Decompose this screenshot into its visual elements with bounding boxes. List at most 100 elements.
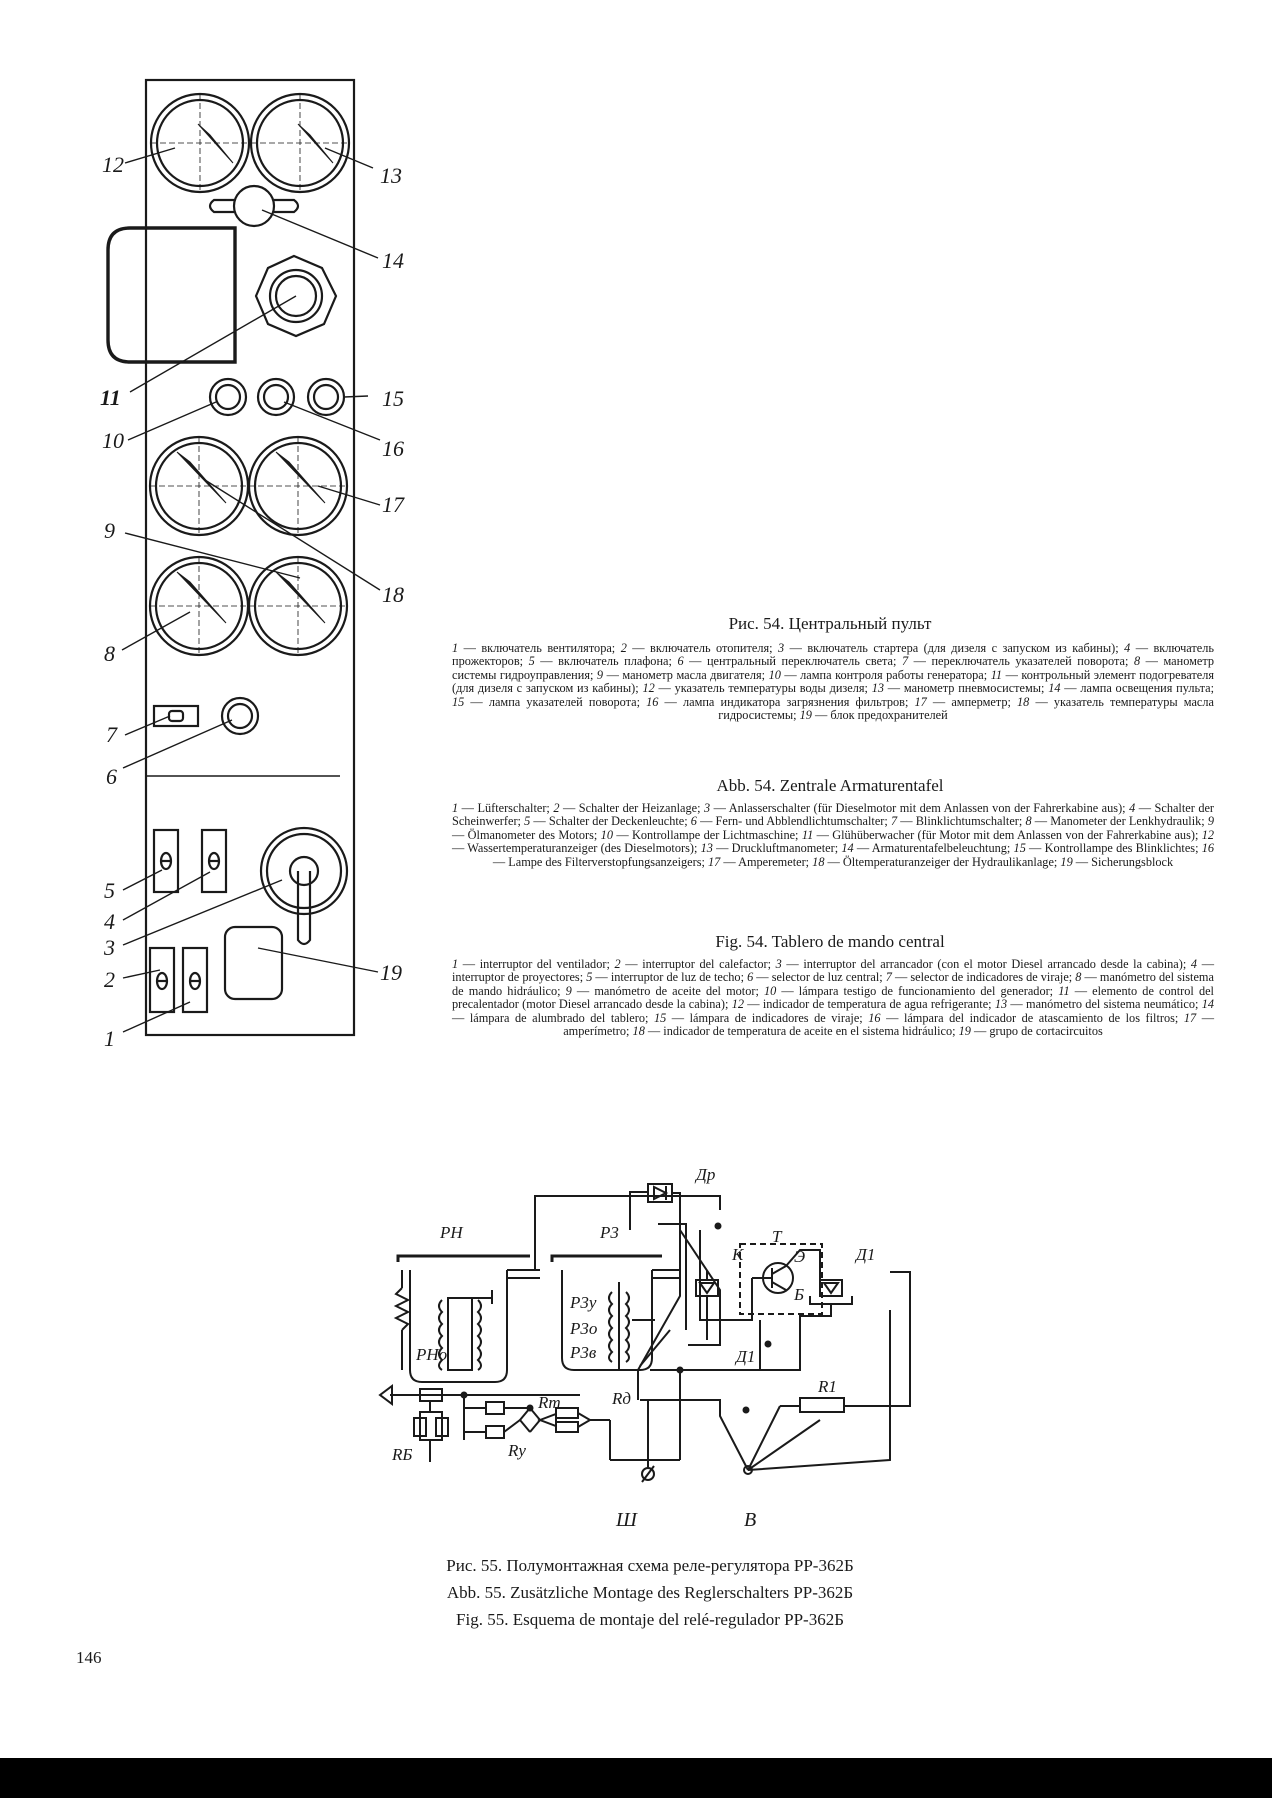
legend-item-text: indicador de temperatura de agua refrige…	[762, 997, 992, 1012]
legend-item-number: 7	[901, 654, 909, 669]
legend-item-number: 12	[642, 681, 655, 696]
legend-item-number: 11	[1058, 983, 1070, 998]
legend-item-text: переключатель указателей поворота;	[931, 654, 1129, 669]
window-cutout	[106, 226, 237, 364]
legend-item-text: Schalter der Deckenleuchte;	[548, 814, 688, 829]
label-ry: Rу	[507, 1441, 526, 1460]
label-rd: Rд	[611, 1389, 631, 1408]
callout-5: 5	[104, 878, 115, 903]
legend-item-text: interruptor del arrancador (con el motor…	[803, 957, 1187, 971]
legend-item-number: 15	[1013, 841, 1026, 856]
legend-item-text: indicador de temperatura de aceite en el…	[663, 1024, 956, 1039]
lamp-16	[256, 377, 296, 417]
callout-12: 12	[102, 152, 124, 177]
legend-item-text: elemento de control del precalentador (m…	[452, 983, 1214, 1012]
label-d1-center: Д1	[734, 1347, 755, 1366]
callout-19: 19	[380, 960, 402, 985]
legend-item-number: 13	[871, 681, 885, 696]
legend-item-number: 1	[452, 957, 459, 971]
legend-item-text: lámpara del indicador de atascamiento de…	[903, 1010, 1179, 1025]
gauge-17	[247, 435, 349, 537]
callout-16: 16	[382, 436, 404, 461]
legend-item-text: включатель прожекторов;	[452, 641, 1215, 669]
label-rn-o: PHо	[415, 1345, 447, 1364]
fig55-caption-de: Abb. 55. Zusätzliche Montage des Reglers…	[446, 1583, 854, 1602]
fig54-title-de: Abb. 54. Zentrale Armaturentafel	[716, 776, 944, 795]
legend-item-text: включатель отопителя;	[650, 641, 773, 655]
legend-item-number: 10	[763, 983, 777, 998]
label-b: Б	[793, 1285, 804, 1304]
legend-item-text: лампа указателей поворота;	[488, 694, 641, 709]
legend-item-number: 4	[1124, 641, 1131, 655]
legend-item-text: Manometer der Lenkhydraulik;	[1050, 814, 1205, 829]
fig55-caption-es: Fig. 55. Esquema de montaje del relé-reg…	[456, 1610, 844, 1629]
legend-item-number: 19	[958, 1024, 971, 1039]
legend-item-text: selector de indicadores de viraje;	[910, 970, 1073, 985]
legend-item-number: 3	[778, 641, 785, 655]
callout-9: 9	[104, 518, 115, 543]
fuse-block-19	[223, 925, 284, 1001]
legend-item-text: центральный переключатель света;	[706, 654, 897, 669]
legend-item-text: lámpara testigo de funcionamiento del ge…	[798, 983, 1054, 998]
lamp-10	[208, 377, 248, 417]
legend-item-text: Lampe des Filterverstopfungsanzeigers;	[508, 854, 705, 869]
legend-item-number: 8	[1025, 814, 1032, 829]
legend-item-text: лампа освещения пульта;	[1080, 681, 1215, 696]
legend-item-text: указатель температуры масла гидросистемы…	[718, 694, 1214, 723]
legend-item-number: 6	[690, 814, 697, 829]
legend-item-number: 14	[1048, 681, 1061, 696]
legend-item-number: 16	[1201, 841, 1215, 856]
legend-item-number: 6	[677, 654, 684, 669]
gauge-9	[247, 555, 349, 657]
gauge-18	[148, 435, 250, 537]
label-rb: RБ	[391, 1445, 412, 1464]
legend-item-number: 1	[452, 641, 459, 655]
legend-item-number: 12	[1201, 827, 1215, 842]
label-d1-right: Д1	[854, 1245, 875, 1264]
fig54-title-ru: Рис. 54. Центральный пульт	[728, 614, 932, 633]
legend-item-text: selector de luz central;	[771, 970, 883, 985]
legend-item-number: 1	[452, 801, 459, 815]
legend-item-number: 18	[812, 854, 825, 869]
legend-item-text: Sicherungsblock	[1091, 854, 1174, 869]
legend-item-text: включатель стартера (для дизеля с запуск…	[807, 641, 1119, 655]
legend-item-text: Fern- und Abblendlichtumschalter;	[715, 814, 888, 829]
light-selector-6	[220, 696, 260, 736]
callout-13: 13	[380, 163, 402, 188]
legend-item-text: lámpara de alumbrado del tablero;	[469, 1010, 649, 1025]
callout-10: 10	[102, 428, 124, 453]
starter-switch-3	[259, 826, 349, 946]
legend-item-number: 9	[596, 667, 604, 682]
label-e: Э	[794, 1247, 805, 1266]
legend-item-number: 18	[632, 1024, 645, 1039]
resistor-rb	[413, 1417, 427, 1437]
legend-item-text: interruptor del ventilador;	[479, 957, 610, 971]
callout-1: 1	[104, 1026, 115, 1051]
legend-item-number: 17	[1183, 1010, 1197, 1025]
legend-item-number: 8	[1075, 970, 1082, 985]
relay-rn-coil	[447, 1297, 473, 1371]
label-rz: P3	[599, 1223, 619, 1242]
legend-item-text: lámpara de indicadores de viraje;	[689, 1010, 863, 1025]
legend-item-text: контрольный элемент подогревателя (для д…	[452, 667, 1214, 696]
label-r1: R1	[817, 1377, 837, 1396]
legend-item-text: Schalter der Heizanlage;	[578, 801, 701, 815]
gauge-13	[249, 92, 351, 194]
legend-item-text: блок предохранителей	[830, 708, 948, 723]
callout-18: 18	[382, 582, 404, 607]
legend-item-text: лампа индикатора загрязнения фильтров;	[682, 694, 909, 709]
callout-17: 17	[382, 492, 405, 517]
legend-item-number: 9	[565, 983, 572, 998]
legend-item-number: 11	[990, 667, 1003, 682]
legend-item-number: 5	[586, 970, 593, 985]
legend-item-text: Anlasserschalter (für Dieselmotor mit de…	[728, 801, 1126, 815]
legend-item-number: 19	[1060, 854, 1073, 869]
legend-item-number: 13	[700, 841, 713, 856]
panel-light-14	[208, 184, 300, 228]
legend-item-number: 16	[868, 1010, 881, 1025]
legend-item-number: 15	[452, 694, 465, 709]
resistor-r1	[799, 1397, 845, 1413]
legend-item-text: manómetro del sistema neumático;	[1026, 997, 1199, 1012]
legend-item-text: manómetro de aceite del motor;	[594, 983, 759, 998]
switch-1	[181, 946, 209, 1014]
